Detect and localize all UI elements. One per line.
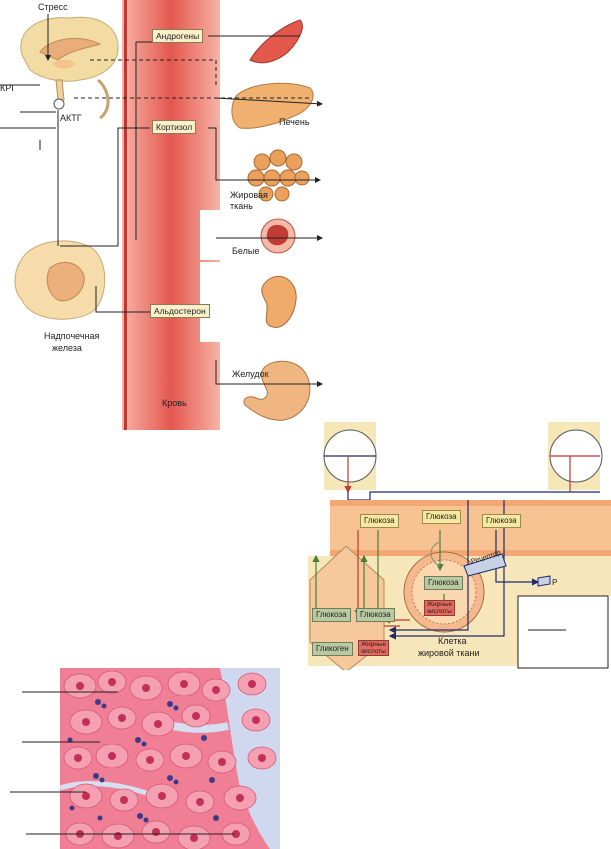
liver-illustration — [231, 82, 314, 129]
adrenal-gland-illustration — [14, 240, 106, 320]
fatty-acids-cell-line-2: кислоты — [427, 608, 452, 615]
histology-micrograph — [0, 668, 300, 849]
white-blood-cell-illustration — [260, 218, 296, 254]
cortisol-box: Кортизол — [152, 120, 197, 134]
glucose-box-left: Глюкоза — [360, 514, 399, 528]
glucose-box-right: Глюкоза — [482, 514, 521, 528]
signal-lines — [0, 14, 323, 387]
adipose-label-2: ткань — [230, 201, 253, 211]
micrograph-image — [10, 668, 280, 849]
krg-label: КРГ — [0, 83, 17, 93]
glucose-box-top: Глюкоза — [422, 510, 461, 524]
brain-illustration — [20, 16, 119, 120]
fatty-acids-liver-line-2: кислоты — [361, 648, 386, 655]
adipose-label-1: Жировая — [230, 190, 268, 200]
plasma-band — [330, 506, 611, 550]
fatty-acids-cell-box: Жирные кислоты — [424, 600, 456, 616]
fatty-acids-cell-line-1: Жирные — [427, 601, 453, 608]
fat-cell-label-2: жировой ткани — [418, 648, 480, 658]
fatty-acids-liver-line-1: Жирные — [361, 641, 387, 648]
receptor-edge-label: Р — [552, 578, 558, 587]
aldosterone-box: Альдостерон — [150, 304, 210, 318]
legend-box — [517, 595, 609, 669]
liver-label: Печень — [279, 117, 310, 127]
stress-hormone-graphics — [0, 0, 323, 430]
metabolism-diagram: Глюкоза Глюкоза Глюкоза Глюкоза Глюкоза … — [300, 420, 611, 670]
muscle-illustration — [249, 19, 303, 64]
androgens-box: Андрогены — [152, 29, 204, 43]
stomach-label: Желудок — [232, 369, 269, 379]
stomach-illustration — [243, 360, 311, 421]
stress-label: Стресс — [38, 2, 68, 12]
fat-cell-label-1: Клетка — [438, 636, 467, 646]
blood-label: Кровь — [162, 398, 187, 408]
glucose-box-fat-cell: Глюкоза — [424, 576, 463, 590]
metabolism-graphics — [308, 422, 611, 670]
adrenal-label-1: Надпочечная — [44, 331, 100, 341]
fat-cells-illustration — [247, 149, 310, 202]
white-label: Белые — [232, 246, 260, 256]
receptor-tab — [463, 553, 507, 577]
stress-hormone-diagram: Стресс КРГ АКТГ Андрогены Кортизол Альдо… — [0, 0, 330, 430]
glucose-box-liver-b: Глюкоза — [356, 608, 395, 622]
aktg-label: АКТГ — [60, 113, 82, 123]
adrenal-label-2: железа — [52, 343, 82, 353]
glycogen-box: Гликоген — [312, 642, 353, 656]
fatty-acids-liver-box: Жирные кислоты — [358, 640, 390, 656]
kidney-illustration — [261, 275, 297, 328]
glucose-box-liver-a: Глюкоза — [312, 608, 351, 622]
